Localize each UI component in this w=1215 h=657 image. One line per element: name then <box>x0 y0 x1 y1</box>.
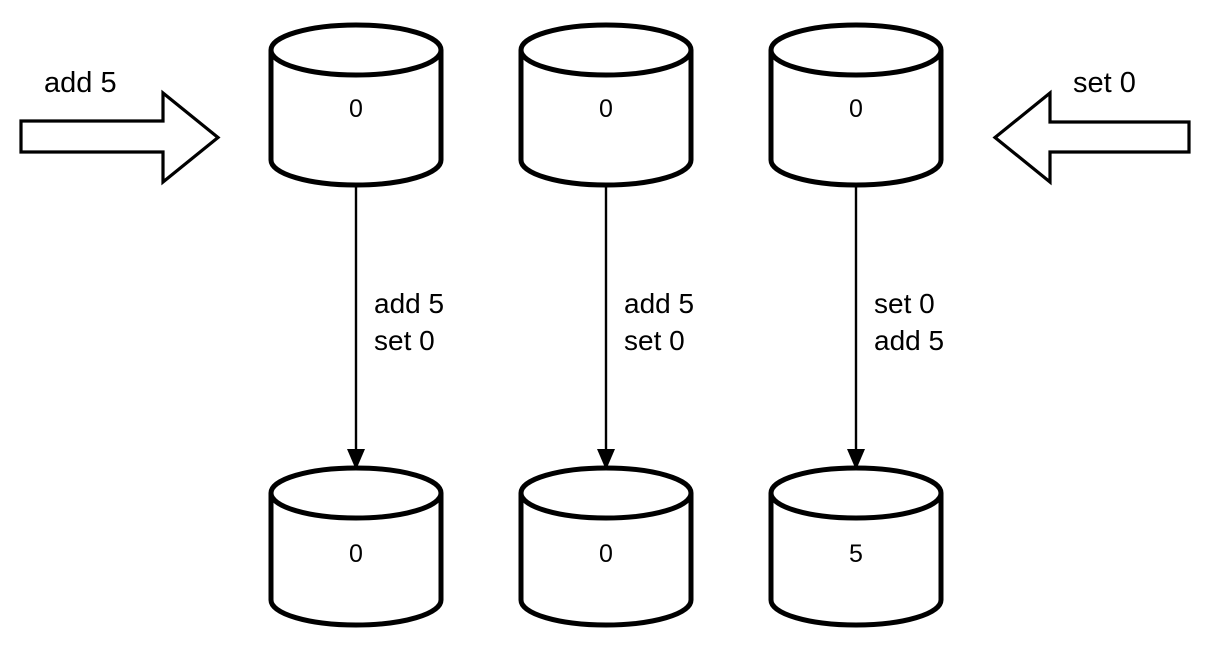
cylinder-bottom-1 <box>268 465 444 628</box>
op-order-label-3-line1: set 0 <box>874 288 935 319</box>
replica-value-top-3: 0 <box>849 95 863 123</box>
client-op-right-label: set 0 <box>1073 67 1136 99</box>
block-arrow-right-icon <box>19 89 221 186</box>
op-order-label-1-line1: add 5 <box>374 288 444 319</box>
op-order-label-1-line2: set 0 <box>374 325 435 356</box>
op-order-label-2-line2: set 0 <box>624 325 685 356</box>
cylinder-top-2 <box>518 22 694 188</box>
connector-arrow-3 <box>847 186 865 470</box>
cylinder-top-1 <box>268 22 444 188</box>
connector-arrow-2 <box>597 186 615 470</box>
block-arrow-left-icon <box>992 89 1191 186</box>
replica-value-bottom-3: 5 <box>849 540 863 568</box>
cylinder-bottom-2 <box>518 465 694 628</box>
replica-value-top-1: 0 <box>349 95 363 123</box>
replica-value-bottom-2: 0 <box>599 540 613 568</box>
connector-arrow-1 <box>347 186 365 470</box>
cylinder-top-3 <box>768 22 944 188</box>
replica-value-bottom-1: 0 <box>349 540 363 568</box>
client-op-left-label: add 5 <box>44 67 117 99</box>
op-order-label-2-line1: add 5 <box>624 288 694 319</box>
op-order-label-3-line2: add 5 <box>874 325 944 356</box>
cylinder-bottom-3 <box>768 465 944 628</box>
replica-value-top-2: 0 <box>599 95 613 123</box>
